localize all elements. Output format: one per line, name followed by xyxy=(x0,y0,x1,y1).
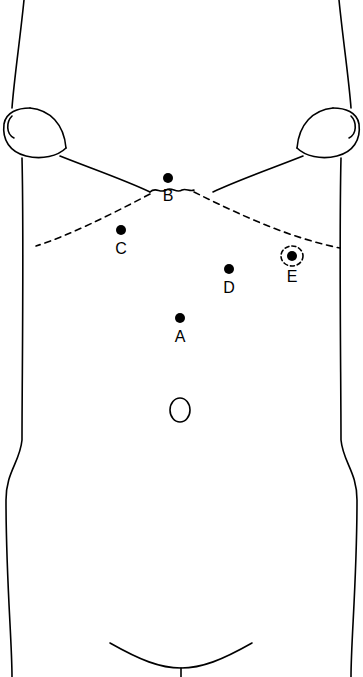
right-costal-margin xyxy=(194,192,340,248)
left-arm-line xyxy=(12,0,24,108)
midline xyxy=(180,668,182,677)
left-breast xyxy=(4,108,66,158)
right-breast xyxy=(297,108,359,158)
point-letter: B xyxy=(163,187,174,205)
right-arm-line xyxy=(339,0,351,108)
left-nipple xyxy=(8,116,14,138)
left-body-side xyxy=(6,158,23,677)
point-dot xyxy=(224,264,234,274)
left-breast-upper xyxy=(30,108,66,148)
left-half xyxy=(4,0,150,677)
left-costal-margin xyxy=(36,194,150,246)
right-half xyxy=(213,0,359,677)
left-inner-contour xyxy=(60,156,150,192)
right-nipple xyxy=(349,116,355,138)
point-letter: E xyxy=(287,268,298,286)
torso-outline xyxy=(4,0,360,677)
point-dot xyxy=(175,313,185,323)
groin-line xyxy=(110,643,252,668)
point-letter: D xyxy=(223,279,235,297)
point-letter: A xyxy=(175,328,186,346)
right-inner-contour xyxy=(213,156,303,192)
point-letter: C xyxy=(115,240,127,258)
point-dots xyxy=(116,173,297,323)
marked-ring xyxy=(281,246,303,266)
point-dot xyxy=(116,225,126,235)
right-body-side xyxy=(340,158,357,677)
right-breast-upper xyxy=(297,108,333,148)
point-dot xyxy=(163,173,173,183)
navel xyxy=(170,398,190,422)
point-dot xyxy=(287,251,297,261)
